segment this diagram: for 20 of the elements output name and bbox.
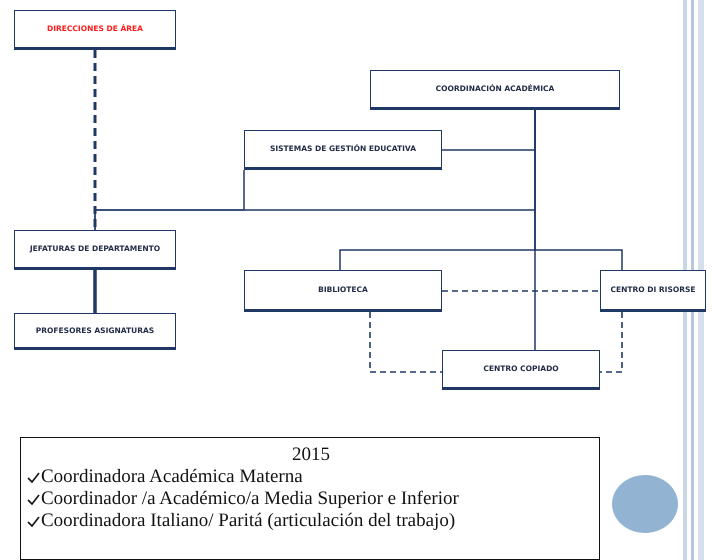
- list-item-text: Coordinadora Italiano/ Paritá (articulación del trabajo): [41, 510, 456, 532]
- connector-line: [94, 170, 245, 230]
- org-box: [14, 230, 176, 270]
- note-box: [20, 437, 600, 560]
- org-box: [442, 350, 600, 390]
- connector-line: [534, 110, 536, 350]
- org-box: [600, 270, 706, 312]
- dashed-connector: [600, 312, 623, 373]
- org-box: [14, 10, 176, 50]
- org-box: [244, 270, 442, 312]
- year-heading: 2015: [291, 444, 331, 466]
- org-box: [370, 70, 620, 110]
- dashed-connector: [94, 50, 96, 230]
- org-box: [14, 313, 176, 350]
- dashed-connector: [369, 312, 442, 373]
- list-item-text: Coordinadora Académica Materna: [41, 466, 303, 488]
- list-item-text: Coordinador /a Académico/a Media Superior e Inferior: [41, 488, 459, 510]
- org-box: [244, 130, 442, 170]
- connector-line: [93, 270, 97, 313]
- dashed-connector: [442, 290, 600, 292]
